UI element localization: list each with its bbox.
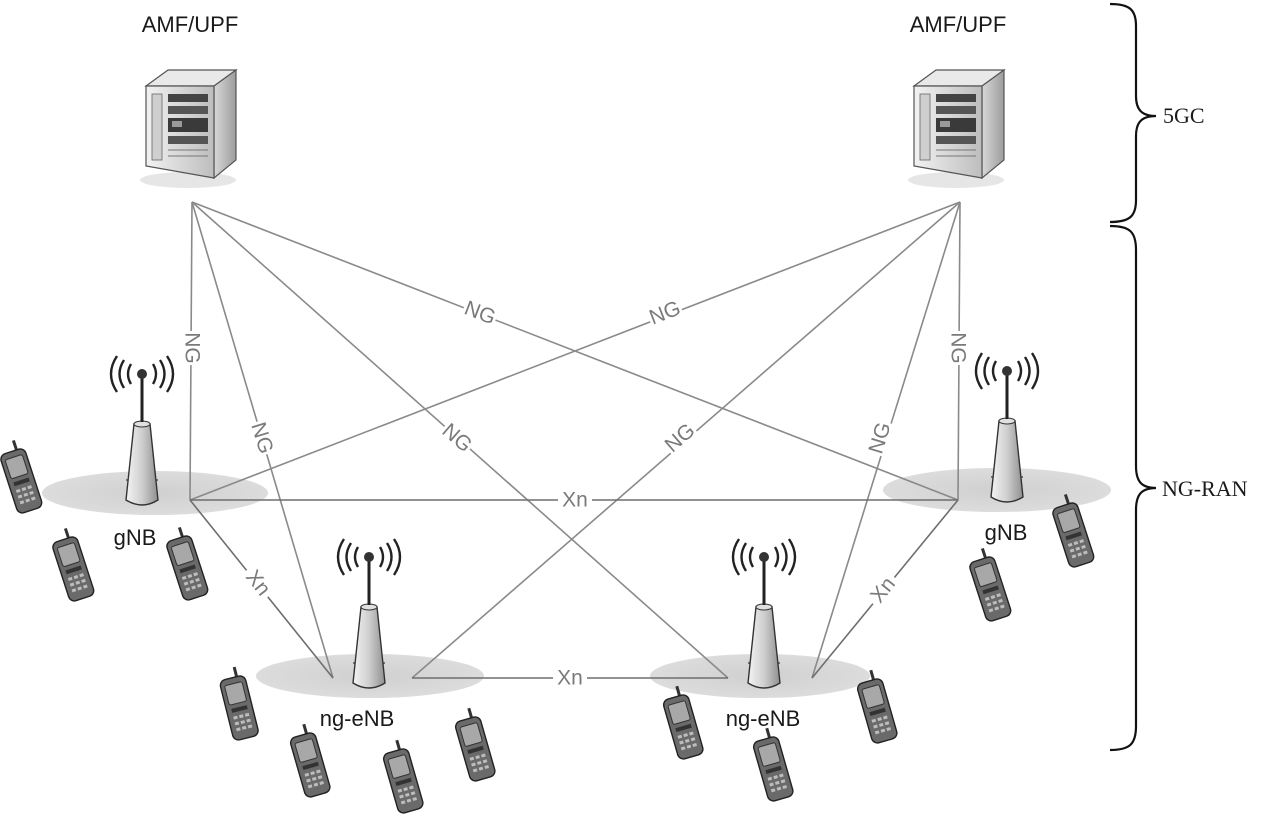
amf-upf-left-label: AMF/UPF	[142, 12, 239, 37]
mobile-phone-icon	[215, 663, 261, 743]
5gc-label: 5GC	[1163, 103, 1205, 128]
ng-label: NG	[864, 420, 895, 457]
xn-labels: Xn Xn Xn Xn	[238, 488, 904, 690]
mobile-phone-icon	[657, 682, 706, 762]
gnb-left-label: gNB	[114, 525, 157, 550]
mobile-phone-icon	[377, 736, 426, 816]
mobile-phone-icon	[284, 720, 333, 800]
server-icon	[907, 69, 1005, 189]
ng-labels: NG NG NG NG NG NG NG NG	[180, 295, 970, 459]
mobile-phone-icon	[0, 436, 45, 516]
core-right: AMF/UPF	[907, 12, 1007, 189]
ngenb-left-label: ng-eNB	[320, 706, 395, 731]
gnb-right-label: gNB	[985, 520, 1028, 545]
mobile-phone-icon	[449, 704, 498, 784]
mobile-phone-icon	[963, 544, 1014, 624]
ng-label: NG	[246, 420, 277, 457]
ng-label: NG	[947, 332, 970, 364]
xn-label: Xn	[557, 667, 583, 690]
ng-links	[189, 201, 961, 679]
ng-label: NG	[661, 419, 700, 457]
xn-links	[189, 499, 959, 679]
ngenb-right-label: ng-eNB	[726, 706, 801, 731]
amf-upf-right-label: AMF/UPF	[910, 12, 1007, 37]
ng-label: NG	[181, 332, 204, 364]
ng-link-right-to-gnb-left	[189, 201, 961, 501]
ng-ran-label: NG-RAN	[1162, 476, 1248, 501]
xn-label: Xn	[562, 489, 588, 512]
mobile-phone-icon	[747, 724, 796, 804]
brace-5gc: 5GC	[1109, 2, 1205, 224]
mobile-phone-icon	[46, 524, 97, 604]
mobile-phone-icon	[160, 523, 211, 603]
core-left: AMF/UPF	[139, 12, 239, 189]
server-icon	[139, 69, 237, 189]
brace-ng-ran: NG-RAN	[1109, 224, 1248, 752]
